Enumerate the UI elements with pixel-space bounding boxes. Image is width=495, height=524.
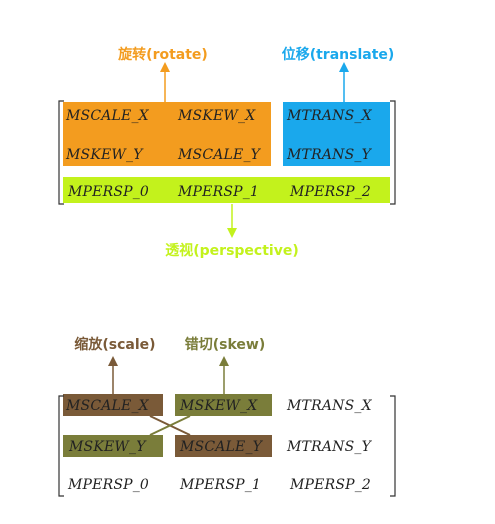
skew-y-highlight [63, 435, 163, 457]
top-cell-mskew-x: MSKEW_X [177, 108, 256, 124]
top-left-bracket [58, 100, 64, 205]
translate-arrowhead [339, 62, 349, 72]
perspective-highlight [63, 177, 390, 203]
scale-y-highlight [175, 435, 272, 457]
bottom-cell-mtrans-y: MTRANS_Y [286, 439, 373, 455]
scale-x-highlight [63, 394, 163, 416]
skew-label: 错切(skew) [185, 336, 266, 353]
bottom-right-bracket [390, 395, 396, 497]
top-cell-mpersp-2: MPERSP_2 [289, 184, 371, 200]
bottom-cell-mpersp-0: MPERSP_0 [67, 477, 149, 493]
cross-line-skew [149, 415, 191, 436]
top-cell-mscale-x: MSCALE_X [65, 108, 150, 124]
rotate-label: 旋转(rotate) [117, 46, 208, 63]
bottom-cell-mpersp-1: MPERSP_1 [179, 477, 261, 493]
bottom-cell-mtrans-x: MTRANS_X [286, 398, 373, 414]
translate-label: 位移(translate) [282, 46, 395, 63]
top-cell-mskew-y: MSKEW_Y [65, 147, 144, 163]
bottom-cell-mscale-y: MSCALE_Y [179, 439, 264, 455]
rotate-highlight [63, 102, 271, 166]
translate-highlight [283, 102, 390, 166]
perspective-arrowhead [227, 228, 237, 238]
top-cell-mpersp-1: MPERSP_1 [177, 184, 259, 200]
scale-arrowhead [108, 356, 118, 366]
bottom-cell-mskew-y: MSKEW_Y [68, 439, 147, 455]
bottom-left-bracket [58, 395, 64, 497]
scale-label: 缩放(scale) [74, 336, 155, 353]
top-cell-mscale-y: MSCALE_Y [177, 147, 262, 163]
rotate-arrowhead [160, 62, 170, 72]
skew-arrowhead [219, 356, 229, 366]
bottom-cell-mscale-x: MSCALE_X [65, 398, 150, 414]
top-cell-mtrans-y: MTRANS_Y [286, 147, 373, 163]
bottom-cell-mpersp-2: MPERSP_2 [289, 477, 371, 493]
bottom-cell-mskew-x: MSKEW_X [179, 398, 258, 414]
top-cell-mpersp-0: MPERSP_0 [67, 184, 149, 200]
top-right-bracket [390, 100, 396, 205]
skew-x-highlight [175, 394, 272, 416]
top-cell-mtrans-x: MTRANS_X [286, 108, 373, 124]
perspective-label: 透视(perspective) [165, 242, 298, 259]
